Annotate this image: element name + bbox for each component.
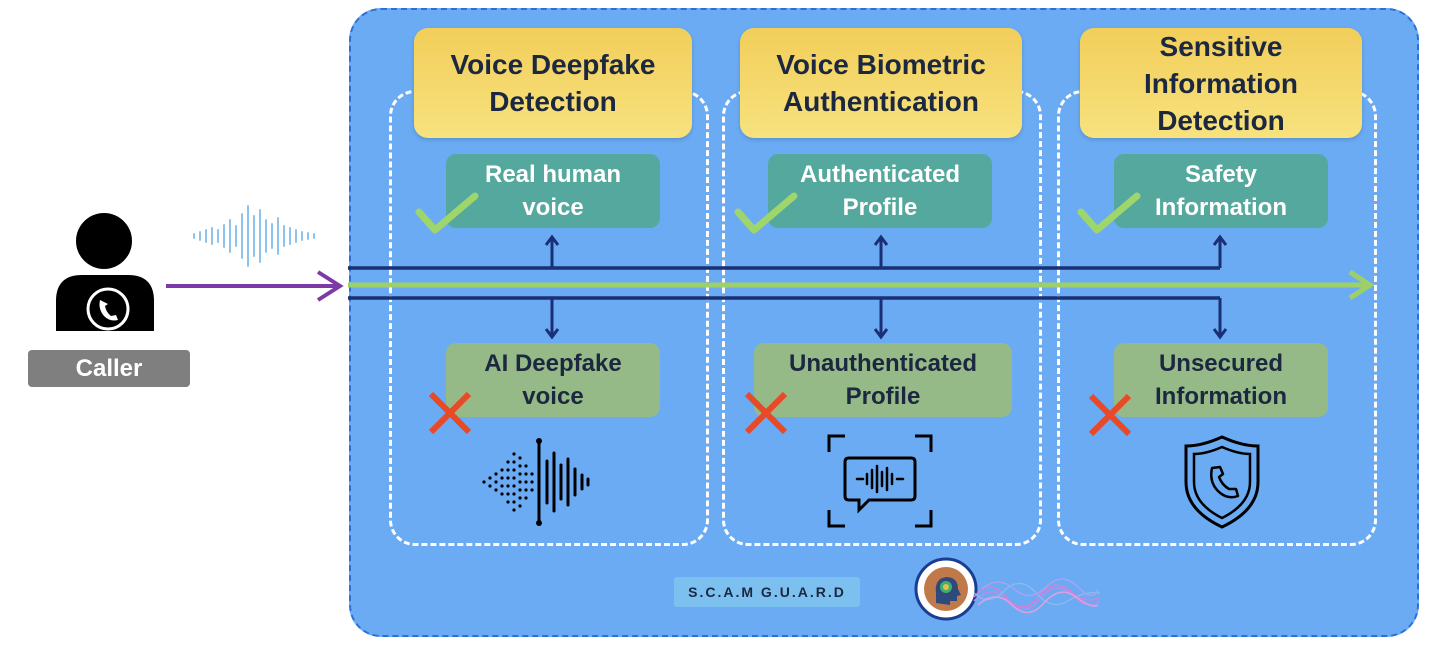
check-icon — [1077, 192, 1141, 234]
sound-wave-decoration — [973, 578, 1101, 614]
flow-lines — [348, 234, 1375, 340]
cross-icon — [428, 391, 472, 435]
biometric-auth-title: Voice Biometric Authentication — [740, 28, 1022, 138]
sensitive-info-title: Sensitive Information Detection — [1080, 28, 1362, 138]
brain-head-logo-icon — [914, 557, 978, 621]
caller-label: Caller — [28, 350, 190, 387]
caller-person-icon — [56, 213, 154, 331]
waveform-icon — [482, 438, 590, 526]
deepfake-voice-result: AI Deepfake voice — [446, 343, 660, 417]
phone-icon — [86, 287, 130, 331]
shield-phone-icon — [1184, 435, 1260, 529]
deepfake-detection-title: Voice Deepfake Detection — [414, 28, 692, 138]
authenticated-profile-result: Authenticated Profile — [768, 154, 992, 228]
unsecured-information-result: Unsecured Information — [1114, 343, 1328, 417]
real-voice-result: Real human voice — [446, 154, 660, 228]
check-icon — [734, 192, 798, 234]
scamguard-brand-label: S.C.A.M G.U.A.R.D — [674, 577, 860, 607]
audio-waveform-icon — [193, 205, 315, 267]
unauthenticated-profile-result: Unauthenticated Profile — [754, 343, 1012, 417]
cross-icon — [744, 391, 788, 435]
cross-icon — [1088, 393, 1132, 437]
safety-information-result: Safety Information — [1114, 154, 1328, 228]
voice-message-scan-icon — [827, 434, 933, 528]
check-icon — [415, 192, 479, 234]
caller-input-arrow — [166, 270, 344, 302]
